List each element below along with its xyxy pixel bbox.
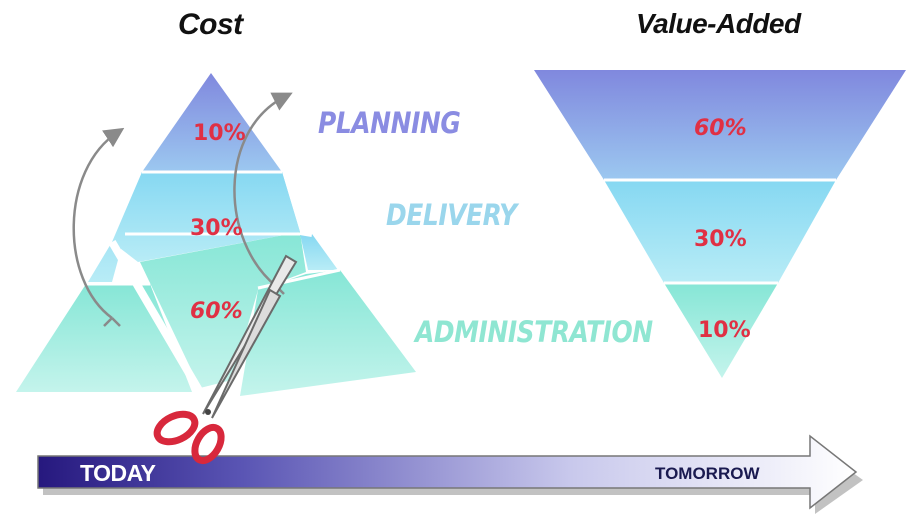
cost-percent-planning: 10% (193, 121, 246, 146)
cost-title: Cost (178, 8, 243, 41)
value-layer-planning (534, 70, 906, 180)
layer-label-delivery: DELIVERY (386, 198, 517, 232)
layer-label-administration: ADMINISTRATION (415, 315, 653, 349)
cost-percent-delivery: 30% (190, 216, 243, 241)
cost-percent-administration: 60% (190, 299, 243, 324)
value-pyramid (534, 70, 906, 378)
cost-pyramid (16, 73, 416, 396)
value-added-title: Value-Added (636, 8, 801, 39)
cost-layer-delivery-right (300, 234, 338, 270)
cost-layer-planning (142, 73, 282, 172)
timeline-start-label: TODAY (80, 460, 156, 486)
scissors-icon (153, 254, 298, 465)
cut-line-right (299, 229, 313, 237)
cost-layer-administration-right (240, 270, 416, 396)
value-percent-administration: 10% (698, 318, 751, 343)
cut-line (108, 239, 204, 395)
value-percent-planning: 60% (694, 116, 747, 141)
cost-layer-delivery-middle (112, 172, 300, 262)
cost-pyramid-right-piece (240, 234, 416, 396)
cost-layer-administration-middle (140, 232, 306, 388)
value-percent-delivery: 30% (694, 227, 747, 252)
timeline-arrow (37, 434, 863, 514)
layer-label-planning: PLANNING (318, 106, 461, 140)
value-layer-administration (664, 283, 778, 378)
timeline-end-label: TOMORROW (655, 464, 760, 483)
value-layer-delivery (604, 180, 836, 283)
